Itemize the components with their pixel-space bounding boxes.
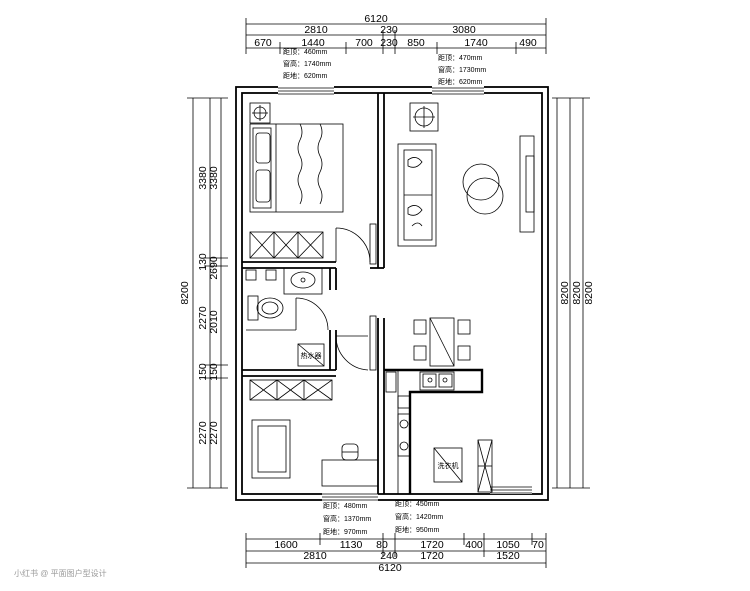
window-note-bath: 距顶：480mm 窗高：1370mm 距地：970mm <box>323 502 371 536</box>
ac-unit <box>249 102 271 124</box>
svg-text:距顶：470mm: 距顶：470mm <box>438 54 483 62</box>
top-dim-1440: 1440 <box>301 37 325 49</box>
svg-text:150: 150 <box>208 363 220 381</box>
svg-text:80: 80 <box>376 539 388 551</box>
washer <box>433 447 463 483</box>
svg-text:1600: 1600 <box>274 539 298 551</box>
svg-text:8200: 8200 <box>559 281 571 305</box>
svg-text:150: 150 <box>197 363 209 381</box>
window-note-bedroom: 距顶：460mm 窗高：1740mm 距地：620mm <box>283 48 331 80</box>
ac-unit-living <box>409 102 439 132</box>
svg-text:1050: 1050 <box>496 539 520 551</box>
stove <box>397 413 411 457</box>
svg-text:2270: 2270 <box>197 306 209 330</box>
svg-text:3380: 3380 <box>197 166 209 190</box>
svg-text:70: 70 <box>532 539 544 551</box>
top-total-dim: 6120 <box>364 13 388 25</box>
outer-walls <box>235 86 549 501</box>
living-room <box>397 102 535 367</box>
bedroom <box>249 102 377 265</box>
svg-text:130: 130 <box>197 253 209 271</box>
svg-text:距地：620mm: 距地：620mm <box>283 71 328 80</box>
svg-text:3380: 3380 <box>208 166 220 190</box>
svg-text:窗高：1740mm: 窗高：1740mm <box>283 59 331 68</box>
top-dim-2810: 2810 <box>304 24 328 36</box>
kitchen-sink <box>419 371 455 391</box>
wash-basin <box>283 267 323 295</box>
top-dim-3080: 3080 <box>452 24 476 36</box>
study-room <box>249 379 379 487</box>
round-table <box>462 163 500 201</box>
desk <box>321 459 379 487</box>
wardrobe <box>249 231 324 259</box>
washer-label: 洗衣机 <box>438 461 459 470</box>
toilet <box>247 295 259 321</box>
dining-table <box>429 317 455 367</box>
svg-text:距顶：480mm: 距顶：480mm <box>323 502 368 510</box>
svg-text:2690: 2690 <box>208 256 220 280</box>
left-dimensions: 8200 3380 130 2270 150 2270 3380 2690 20… <box>179 97 228 489</box>
top-dim-850: 850 <box>407 37 425 49</box>
top-dim-230b: 230 <box>380 37 398 49</box>
svg-text:窗高：1370mm: 窗高：1370mm <box>323 514 371 523</box>
svg-text:2270: 2270 <box>208 421 220 445</box>
sofa <box>397 143 437 247</box>
top-dim-490: 490 <box>519 37 537 49</box>
bathroom: 热水器 <box>245 267 377 371</box>
svg-text:1720: 1720 <box>420 550 444 562</box>
left-outer-dim: 8200 <box>179 281 191 305</box>
interior-walls <box>242 93 385 494</box>
svg-text:距顶：450mm: 距顶：450mm <box>395 500 440 508</box>
top-dim-1740: 1740 <box>464 37 488 49</box>
bed <box>249 123 344 213</box>
svg-text:2810: 2810 <box>303 550 327 562</box>
window-note-kitchen: 距顶：450mm 窗高：1420mm 距地：950mm <box>395 500 443 534</box>
top-dimensions: 6120 2810 230 3080 670 1440 700 230 850 … <box>245 13 547 54</box>
svg-text:8200: 8200 <box>583 281 595 305</box>
svg-text:距顶：460mm: 距顶：460mm <box>283 48 328 56</box>
svg-text:距地：620mm: 距地：620mm <box>438 77 483 86</box>
svg-text:距地：950mm: 距地：950mm <box>395 525 440 534</box>
svg-text:窗高：1420mm: 窗高：1420mm <box>395 512 443 521</box>
svg-text:2270: 2270 <box>197 421 209 445</box>
storage-cabinet <box>249 379 333 401</box>
svg-text:1520: 1520 <box>496 550 520 562</box>
armchair <box>251 419 291 479</box>
bottom-dimensions: 1600 1130 80 1720 400 1050 70 2810 240 1… <box>245 533 547 574</box>
tv-cabinet <box>519 135 535 233</box>
svg-text:8200: 8200 <box>571 281 583 305</box>
svg-text:距地：970mm: 距地：970mm <box>323 527 368 536</box>
top-dim-700: 700 <box>355 37 373 49</box>
svg-text:240: 240 <box>380 550 398 562</box>
top-dim-230: 230 <box>380 24 398 36</box>
water-heater-label: 热水器 <box>301 351 322 360</box>
water-heater <box>297 343 325 367</box>
top-dim-670: 670 <box>254 37 272 49</box>
bottom-total-dim: 6120 <box>378 562 402 574</box>
right-dimensions: 8200 8200 8200 <box>552 97 595 489</box>
svg-text:1720: 1720 <box>420 539 444 551</box>
svg-text:1130: 1130 <box>340 539 363 551</box>
window-note-living: 距顶：470mm 窗高：1730mm 距地：620mm <box>438 54 486 86</box>
kitchen: 洗衣机 <box>384 368 493 494</box>
svg-text:400: 400 <box>465 539 483 551</box>
svg-text:2010: 2010 <box>208 310 220 334</box>
watermark: 小红书 @ 平面图户型设计 <box>14 568 107 578</box>
svg-text:窗高：1730mm: 窗高：1730mm <box>438 65 486 74</box>
